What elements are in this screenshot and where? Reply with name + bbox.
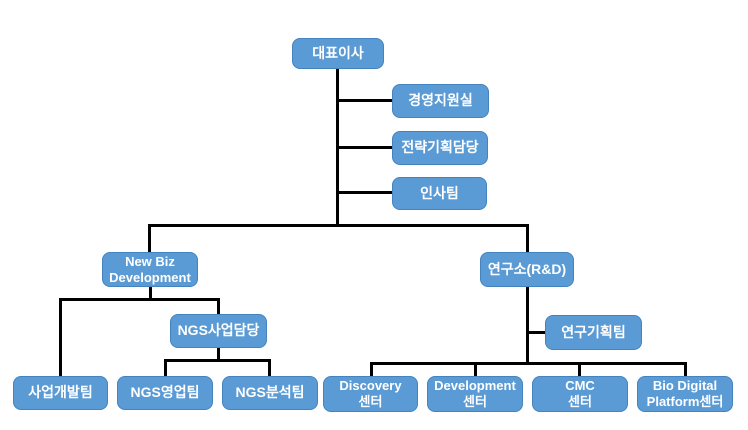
connector-drop-discovery	[370, 362, 373, 376]
connector-stub-strategy	[336, 146, 392, 149]
connector-drop-rnd	[526, 224, 529, 252]
connector-drop-new-biz	[148, 224, 151, 252]
connector-drop-development	[474, 362, 477, 376]
org-node-rnd-planning: 연구기획팀	[545, 315, 642, 350]
connector-stub-rnd-planning	[526, 331, 545, 334]
connector-drop-biz-dev	[59, 298, 62, 376]
connector-drop-ngs-sales	[164, 359, 167, 376]
connector-stub-mgmt-support	[336, 99, 392, 102]
connector-ngs-horizontal	[164, 359, 271, 362]
org-node-ngs-biz: NGS사업담당	[170, 314, 267, 348]
org-node-rnd: 연구소(R&D)	[480, 252, 574, 287]
connector-drop-bio-digital	[684, 362, 687, 376]
org-node-ngs-sales: NGS영업팀	[117, 376, 213, 410]
connector-rnd-down	[526, 287, 529, 365]
org-node-development: Development 센터	[427, 376, 523, 412]
org-node-cmc: CMC 센터	[532, 376, 628, 412]
connector-drop-ngs-biz	[217, 298, 220, 314]
connector-right-horizontal	[370, 362, 687, 365]
org-node-bio-digital: Bio Digital Platform센터	[637, 376, 733, 412]
org-node-hr: 인사팀	[392, 177, 487, 210]
connector-ngs-biz-down	[217, 348, 220, 362]
connector-drop-cmc	[578, 362, 581, 376]
org-node-new-biz: New Biz Development	[102, 252, 198, 287]
org-node-biz-dev: 사업개발팀	[13, 376, 108, 410]
org-node-ceo: 대표이사	[292, 38, 384, 69]
connector-new-biz-down	[149, 287, 152, 301]
org-node-discovery: Discovery 센터	[323, 376, 418, 412]
org-node-ngs-analysis: NGS분석팀	[222, 376, 318, 410]
connector-stub-hr	[336, 191, 392, 194]
connector-drop-ngs-analysis	[268, 359, 271, 376]
org-node-mgmt-support: 경영지원실	[392, 84, 489, 118]
connector-left-horizontal	[59, 298, 220, 301]
org-node-strategy: 전략기획담당	[392, 131, 488, 165]
connector-main-horizontal	[148, 224, 529, 227]
